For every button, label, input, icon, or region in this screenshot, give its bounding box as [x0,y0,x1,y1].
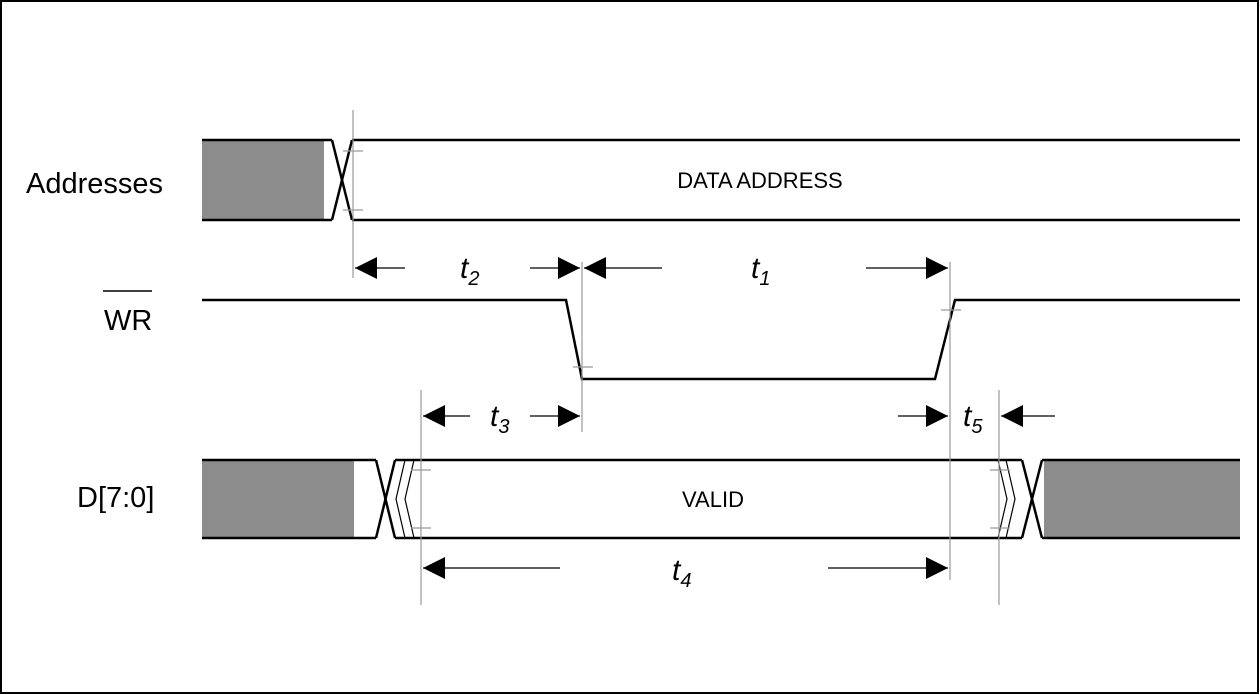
timing-t5: t5 [898,400,1055,438]
data-invalid-region-right [1044,460,1240,538]
addresses-signal-label: Addresses [26,168,163,200]
reference-guides [343,110,1010,605]
data-invalid-region-left [202,460,354,538]
t5-label: t5 [963,400,983,438]
data-signal-label: D[7:0] [77,482,154,514]
timing-t2: t2 [355,252,580,290]
t3-label: t3 [490,400,509,438]
data-waveform: VALID [202,458,1240,540]
t4-label: t4 [672,554,691,592]
address-bus-value: DATA ADDRESS [677,168,842,193]
t2-label: t2 [460,252,479,290]
addresses-waveform: DATA ADDRESS [202,138,1240,222]
timing-t4: t4 [423,554,948,592]
t1-label: t1 [751,252,770,290]
data-bus-value: VALID [682,487,744,512]
timing-t1: t1 [584,252,948,290]
wr-signal-label: WR [104,305,152,337]
address-invalid-region [202,140,324,220]
timing-t3: t3 [423,400,580,438]
